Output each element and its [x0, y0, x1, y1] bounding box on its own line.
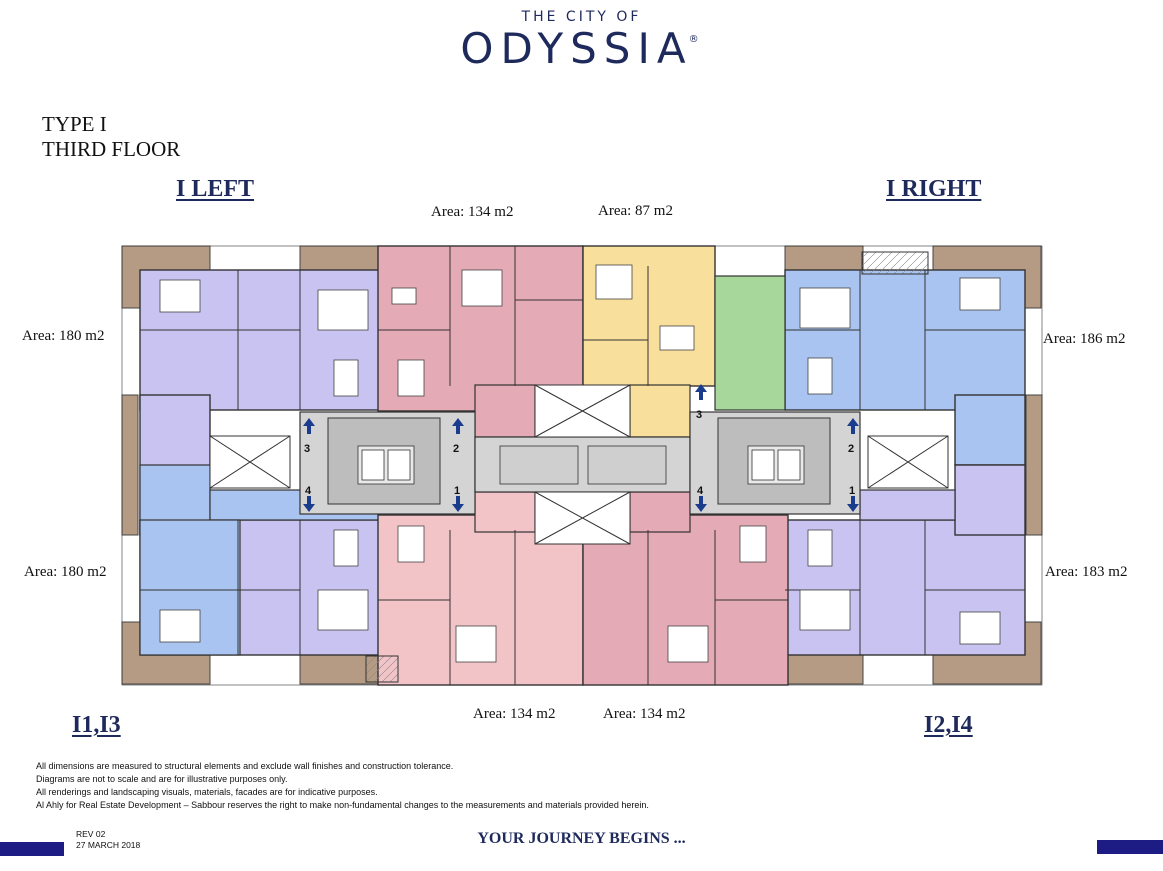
arrow-down-icon — [847, 496, 859, 512]
furniture — [159, 264, 1001, 663]
light-wells — [209, 251, 949, 683]
entrance-number: 3 — [696, 409, 702, 421]
tagline: YOUR JOURNEY BEGINS ... — [477, 830, 686, 847]
arrow-down-icon — [695, 496, 707, 512]
entrance-number: 3 — [304, 443, 310, 455]
area-left-upper: Area: 180 m2 — [22, 328, 105, 344]
plan-type: TYPE I — [42, 112, 107, 136]
note-line: Al Ahly for Real Estate Development – Sa… — [36, 800, 649, 810]
footer-bar-left — [0, 842, 64, 856]
entrance-number: 2 — [453, 443, 459, 455]
disclaimer-notes: All dimensions are measured to structura… — [36, 760, 649, 812]
entrance-number: 2 — [848, 443, 854, 455]
plan-floor: THIRD FLOOR — [42, 137, 181, 161]
revision-date: 27 MARCH 2018 — [76, 840, 141, 850]
interior-walls — [140, 246, 1025, 685]
arrow-up-icon — [847, 418, 859, 434]
side-title-left: I LEFT — [176, 176, 255, 202]
brand-name: ODYSSIA — [460, 24, 693, 73]
area-right-upper: Area: 186 m2 — [1043, 331, 1126, 347]
green-terrace — [714, 275, 786, 411]
area-left-lower: Area: 180 m2 — [24, 564, 107, 580]
entrance-number: 4 — [305, 485, 312, 497]
side-title-right: I RIGHT — [886, 176, 982, 202]
plan-frame — [121, 245, 1043, 686]
area-top-center-right: Area: 87 m2 — [598, 203, 673, 219]
logo-top-line: THE CITY OF — [521, 9, 642, 25]
revision-info: REV 02 27 MARCH 2018 — [76, 829, 140, 851]
entrance-number: 1 — [454, 485, 460, 497]
entrance-markers: 3 2 4 1 3 2 4 1 — [303, 384, 859, 512]
stairs-lifts — [357, 445, 805, 485]
unit-title-bottom-right: I2,I4 — [924, 712, 973, 738]
arrow-up-icon — [303, 418, 315, 434]
note-line: All renderings and landscaping visuals, … — [36, 787, 378, 797]
area-right-lower: Area: 183 m2 — [1045, 564, 1128, 580]
note-line: Diagrams are not to scale and are for il… — [36, 774, 288, 784]
arrow-down-icon — [303, 496, 315, 512]
area-top-center-left: Area: 134 m2 — [431, 204, 514, 220]
arrow-up-icon — [452, 418, 464, 434]
arrow-up-icon — [695, 384, 707, 400]
area-bottom-center-right: Area: 134 m2 — [603, 706, 686, 722]
area-bottom-center-left: Area: 134 m2 — [473, 706, 556, 722]
unit-title-bottom-left: I1,I3 — [72, 712, 121, 738]
registered-mark: ® — [688, 34, 699, 45]
arrow-down-icon — [452, 496, 464, 512]
note-line: All dimensions are measured to structura… — [36, 761, 454, 771]
brand-logo: ODYSSIA® — [0, 24, 1163, 73]
footer-bar-right — [1097, 840, 1163, 854]
entrance-number: 4 — [697, 485, 704, 497]
entrance-number: 1 — [849, 485, 855, 497]
revision-number: REV 02 — [76, 829, 106, 839]
core-corridor — [299, 411, 861, 515]
